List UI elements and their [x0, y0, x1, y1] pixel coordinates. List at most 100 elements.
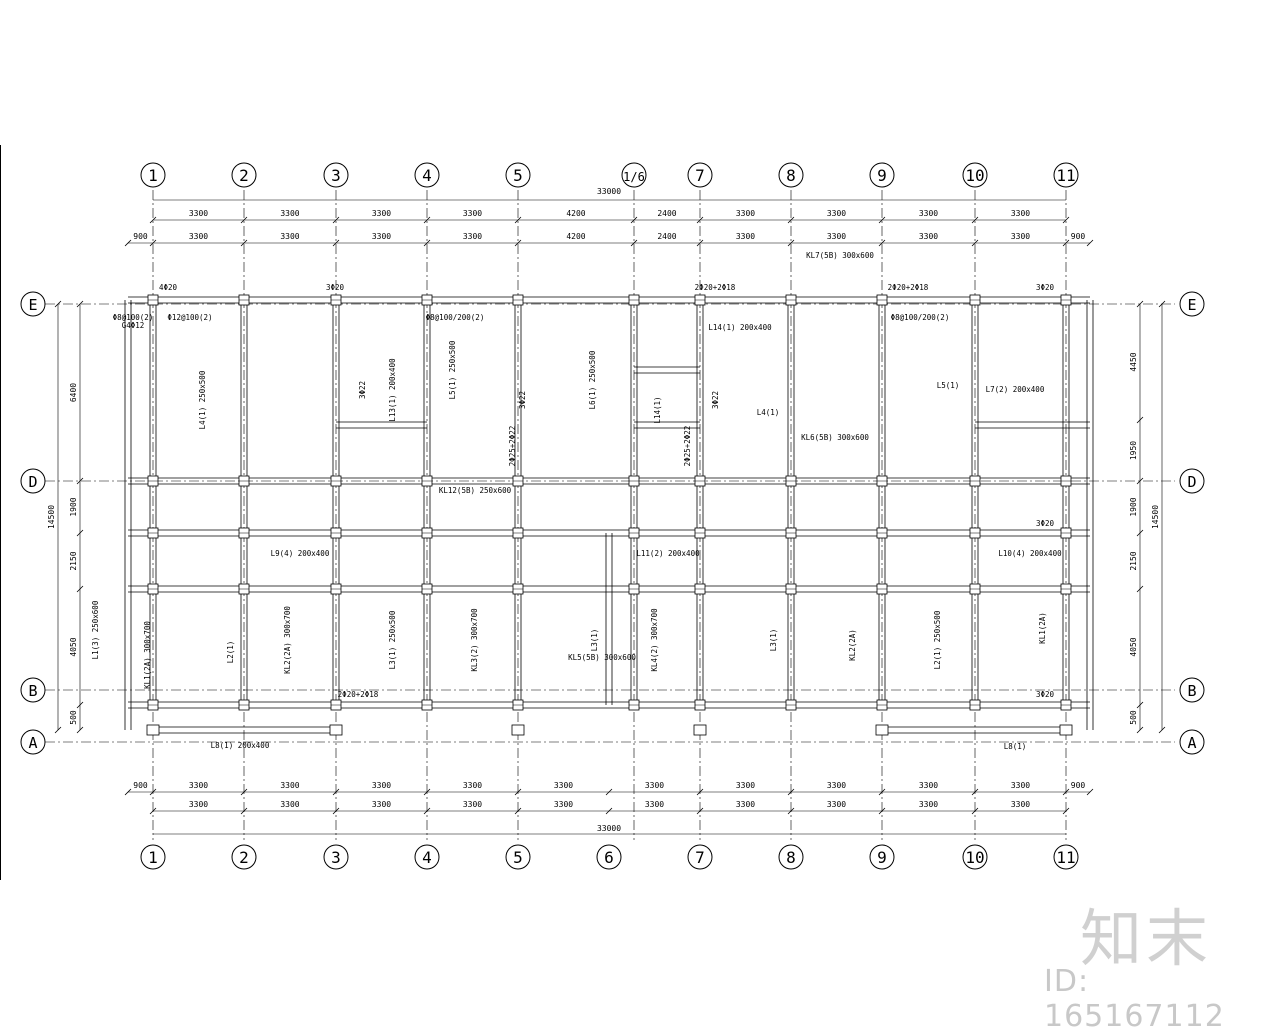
- dim-tick: [878, 807, 886, 815]
- axis-label-bottom: 5: [513, 848, 523, 867]
- rebar-annotation: L4(1): [757, 408, 780, 417]
- dim-text: 1900: [1129, 497, 1138, 516]
- dim-text: 3300: [919, 800, 938, 809]
- dimension-lines: 33000 3300 3300 3300 3300 4200 2400 3300 3300 330…: [47, 187, 1166, 835]
- columns: [146, 294, 1073, 736]
- axis-bubble-top: [140, 162, 166, 188]
- axis-label-top: 1/6: [623, 170, 645, 184]
- dim-text: 3300: [827, 209, 846, 218]
- dim-tick: [149, 216, 157, 224]
- dim-text: 3300: [736, 781, 755, 790]
- dim-text: 2400: [657, 209, 676, 218]
- rebar-annotation: 3Φ20: [1036, 519, 1055, 528]
- dim-text: 900: [133, 781, 148, 790]
- dim-tick: [696, 239, 704, 247]
- dim-tick: [76, 701, 84, 709]
- dim-text: 3300: [645, 800, 664, 809]
- dim-text: 4200: [566, 232, 585, 241]
- dim-text: 3300: [463, 781, 482, 790]
- axis-bubble-top: [778, 162, 804, 188]
- dim-text: 1950: [1129, 441, 1138, 460]
- rebar-annotation: L14(1): [653, 396, 662, 423]
- axis-label-bottom: 11: [1056, 848, 1075, 867]
- dim-text: 3300: [280, 800, 299, 809]
- column: [329, 724, 343, 736]
- rebar-annotation: L8(1) 200x400: [211, 741, 270, 750]
- dim-text: 3300: [1011, 232, 1030, 241]
- rebar-annotation: KL2(2A): [848, 629, 857, 661]
- dim-text: 3300: [280, 781, 299, 790]
- axis-label-bottom: 9: [877, 848, 887, 867]
- dim-tick: [1062, 807, 1070, 815]
- dim-tick: [971, 216, 979, 224]
- dim-text: 3300: [372, 232, 391, 241]
- axis-bubble-bottom: [962, 844, 988, 870]
- dim-tick: [514, 788, 522, 796]
- dim-text: 3300: [1011, 800, 1030, 809]
- dim-text: 3300: [645, 781, 664, 790]
- axis-label-row: A: [1187, 734, 1196, 752]
- dim-text: 4050: [1129, 637, 1138, 656]
- dim-tick: [878, 216, 886, 224]
- axis-bubble-top: [414, 162, 440, 188]
- dim-tick: [1086, 239, 1094, 247]
- dim-tick: [1136, 477, 1144, 485]
- rebar-annotation: KL1(2A): [1038, 612, 1047, 644]
- dim-tick: [1158, 300, 1166, 308]
- rebar-annotation: 3Φ22: [711, 391, 720, 409]
- dim-total-bottom: 33000: [597, 824, 621, 833]
- rebar-annotation: 2Φ20+2Φ18: [695, 283, 736, 292]
- rebar-annotation: KL2(2A) 300x700: [283, 606, 292, 674]
- axis-label-row: B: [28, 682, 37, 700]
- dim-tick: [423, 788, 431, 796]
- rebar-annotation: L4(1) 250x500: [198, 370, 207, 429]
- dim-tick: [878, 239, 886, 247]
- rebar-annotation: L1(3) 250x600: [91, 600, 100, 659]
- dim-text: 900: [1071, 781, 1086, 790]
- dim-tick: [696, 807, 704, 815]
- axis-bubble-top: [687, 162, 713, 188]
- axis-bubble-bottom: [140, 844, 166, 870]
- axis-label-bottom: 8: [786, 848, 796, 867]
- rebar-annotation: L9(4) 200x400: [271, 549, 330, 558]
- dim-text: 500: [1129, 710, 1138, 725]
- rebar-annotation: L8(1): [1004, 742, 1027, 751]
- axis-bubble-row: [1179, 677, 1205, 703]
- rebar-annotation: KL5(5B) 300x600: [568, 653, 636, 662]
- dim-text: 3300: [1011, 209, 1030, 218]
- axis-label-row: B: [1187, 682, 1196, 700]
- column: [146, 724, 160, 736]
- dim-tick: [696, 788, 704, 796]
- dim-tick: [971, 239, 979, 247]
- dim-tick: [149, 788, 157, 796]
- axis-label-bottom: 2: [239, 848, 249, 867]
- rebar-annotation: KL7(5B) 300x600: [806, 251, 874, 260]
- dim-text: 3300: [736, 232, 755, 241]
- dim-tick: [1136, 585, 1144, 593]
- dim-tick: [514, 216, 522, 224]
- axis-bubble-top: [323, 162, 349, 188]
- axis-label-bottom: 10: [965, 848, 984, 867]
- dim-text: 3300: [189, 209, 208, 218]
- axis-bubble-top: [231, 162, 257, 188]
- dim-tick: [787, 788, 795, 796]
- axis-bubble-row: [20, 468, 46, 494]
- dim-tick: [787, 807, 795, 815]
- axis-label-top: 8: [786, 166, 796, 185]
- dim-tick: [76, 300, 84, 308]
- rebar-annotation: KL6(5B) 300x600: [801, 433, 869, 442]
- axis-label-top: 1: [148, 166, 158, 185]
- axis-label-top: 9: [877, 166, 887, 185]
- dim-tick: [1158, 726, 1166, 734]
- rebar-annotation: L2(1): [226, 641, 235, 664]
- axis-label-top: 2: [239, 166, 249, 185]
- dim-text: 4200: [566, 209, 585, 218]
- dim-tick: [332, 788, 340, 796]
- dim-tick: [423, 807, 431, 815]
- dim-tick: [605, 807, 613, 815]
- dim-text: 3300: [189, 781, 208, 790]
- dim-text: 3300: [919, 781, 938, 790]
- rebar-annotation: L13(1) 200x400: [388, 358, 397, 422]
- axis-bubble-bottom: [1053, 844, 1079, 870]
